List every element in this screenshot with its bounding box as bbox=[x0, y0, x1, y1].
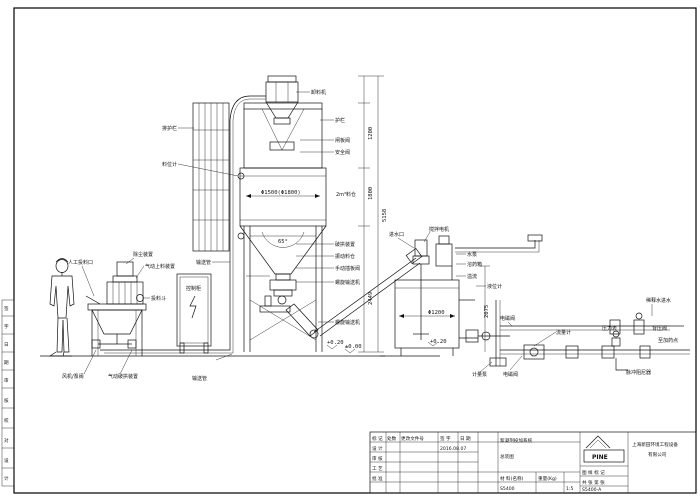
worker-figure bbox=[48, 258, 75, 357]
callout-dust: 除尘装置 bbox=[133, 251, 153, 258]
stamp-6: 校 bbox=[4, 417, 9, 424]
tb-title: 絮凝剂投加系统 bbox=[500, 437, 533, 444]
callout-dilution: 稀释水进水 bbox=[646, 297, 671, 304]
tank-diameter: Φ1200 bbox=[428, 310, 445, 316]
screw-conveyor bbox=[313, 247, 423, 337]
tb-approve: 批 准 bbox=[372, 475, 383, 482]
stamp-5: 核 bbox=[4, 397, 9, 404]
callout-delivery-pipe: 输送管 bbox=[192, 375, 207, 382]
level-zero: ±0.00 bbox=[345, 344, 362, 350]
tb-review: 审 核 bbox=[372, 455, 383, 462]
callout-feed-bin: 投料斗 bbox=[151, 295, 166, 302]
stamp-1: 字 bbox=[4, 323, 9, 330]
callout-tank-inlet: 进水口 bbox=[389, 231, 404, 238]
callout-air-pump: 风机/泵阀 bbox=[62, 373, 84, 380]
tb-count: 处数 bbox=[387, 435, 397, 442]
callout-water-box: 水泵 bbox=[467, 251, 477, 258]
logo-text: PINE bbox=[592, 454, 608, 461]
callout-feed-pipe: 输送管 bbox=[196, 259, 211, 266]
tb-code: S5400 bbox=[500, 486, 515, 492]
dim-1200: 1200 bbox=[368, 127, 374, 140]
tb-date: 日 期 bbox=[460, 436, 471, 442]
callout-screw-feeder: 螺旋输送机 bbox=[335, 279, 360, 286]
callout-breaker: 破拱装置 bbox=[335, 241, 355, 248]
callout-flow-meter: 流量计 bbox=[556, 329, 571, 336]
piping bbox=[455, 234, 690, 371]
callout-y-strainer: 压力表 bbox=[602, 325, 617, 332]
silo-diameter: Φ1500(Φ1800) bbox=[261, 190, 301, 196]
cone-angle: 65° bbox=[278, 239, 288, 245]
callout-dosing-out: 至加药点 bbox=[658, 337, 678, 344]
callout-loader: 气动上料装置 bbox=[145, 263, 175, 270]
tb-change: 更改文件号 bbox=[401, 435, 424, 442]
callout-dosing-pump: 计量泵 bbox=[472, 371, 487, 378]
company-name-2: 有限公司 bbox=[648, 451, 667, 458]
callout-manual-valve: 手动插板阀 bbox=[335, 265, 360, 272]
company-logo: PINE bbox=[583, 435, 625, 463]
stamp-7: 对 bbox=[4, 437, 9, 444]
company-name: 上海新田环境工程设备 bbox=[632, 441, 678, 448]
callout-pressure-gauge: 脉冲阻尼器 bbox=[626, 369, 651, 376]
silo: Φ1500(Φ1800) 65° bbox=[192, 75, 327, 352]
callout-back-valve: 电磁阀 bbox=[503, 371, 518, 378]
level-plus-020: +0.20 bbox=[327, 340, 344, 346]
tb-weight-label: 重量(Kg) bbox=[538, 475, 557, 482]
dim-2449: 2449 bbox=[368, 292, 374, 305]
stamp-9: 计 bbox=[4, 475, 9, 482]
callout-unloader: 卸料机 bbox=[311, 89, 326, 96]
callout-mixer-outlet: 溢流 bbox=[467, 273, 477, 280]
stamp-3: 期 bbox=[4, 360, 9, 366]
tb-right-0: 图 样 标 记 bbox=[582, 469, 605, 476]
cabinet-label: 控制柜 bbox=[186, 285, 201, 292]
tb-mark: 标 记 bbox=[372, 435, 383, 442]
callout-vent: 护栏 bbox=[335, 117, 345, 124]
sheet-frame bbox=[13, 7, 697, 494]
callout-bypass: 背压阀 bbox=[652, 325, 667, 332]
callout-manual-inlet: 人工投料口 bbox=[68, 259, 93, 266]
tb-scale: 1:5 bbox=[566, 486, 573, 492]
stamp-0: 签 bbox=[4, 305, 9, 312]
dimensions: 1200 1800 5158 2449 2075 +0.20 ±0.00 +0.… bbox=[326, 75, 490, 354]
tb-design: 设 计 bbox=[372, 445, 383, 452]
tb-material-label: 材 料(名称) bbox=[500, 475, 524, 482]
callout-vacuum-pipe: 气动破拱装置 bbox=[108, 373, 138, 380]
dosing-tank: Φ1200 bbox=[394, 235, 475, 356]
title-block: 标 记 处数 更改文件号 签 字 日 期 设 计 2016.08.07 审 核 … bbox=[369, 431, 697, 494]
callout-bin-ring: 排护栏 bbox=[162, 125, 177, 132]
callout-screw-conveyor: 螺旋输送机 bbox=[335, 319, 360, 326]
callout-vibrating: 振动料仓 bbox=[335, 253, 355, 260]
vacuum-loader-station bbox=[85, 120, 234, 356]
callout-capacity: 2m³料仓 bbox=[336, 191, 356, 198]
dim-2075: 2075 bbox=[484, 305, 490, 318]
dim-1800: 1800 bbox=[368, 187, 374, 200]
tb-right-2: S5400-A bbox=[582, 487, 602, 493]
callout-agitator: 搅拌电机 bbox=[429, 226, 449, 233]
level-tank: +0.20 bbox=[430, 339, 447, 345]
tb-sign: 签 字 bbox=[440, 435, 451, 442]
tb-subtitle: 总装图 bbox=[500, 453, 514, 460]
stamp-2: 日 bbox=[4, 342, 9, 348]
dim-5158: 5158 bbox=[382, 209, 388, 222]
control-cabinet: 控制柜 bbox=[176, 273, 212, 354]
tb-right-1: 共 张 第 张 bbox=[582, 479, 605, 486]
stamp-4: 审 bbox=[4, 377, 9, 384]
tb-date-val: 2016.08.07 bbox=[440, 446, 466, 452]
callout-level-valve: 闸板阀 bbox=[335, 137, 350, 144]
callout-electric-valve: 电磁阀 bbox=[500, 315, 515, 322]
callout-material-meter: 料位计 bbox=[162, 161, 177, 168]
callout-safety-valve: 安全阀 bbox=[335, 149, 350, 156]
callouts: 卸料机 护栏 闸板阀 安全阀 2m³料仓 破拱装置 振动料仓 手动插板阀 螺旋输… bbox=[62, 89, 678, 382]
callout-level-switch: 液位计 bbox=[487, 283, 502, 290]
stamp-8: 设 bbox=[4, 457, 9, 464]
binding-strip: 签 字 日 期 审 核 校 对 设 计 bbox=[1, 299, 15, 487]
tb-process: 工 艺 bbox=[372, 466, 383, 472]
callout-water-tank: 溶药箱 bbox=[467, 261, 482, 268]
